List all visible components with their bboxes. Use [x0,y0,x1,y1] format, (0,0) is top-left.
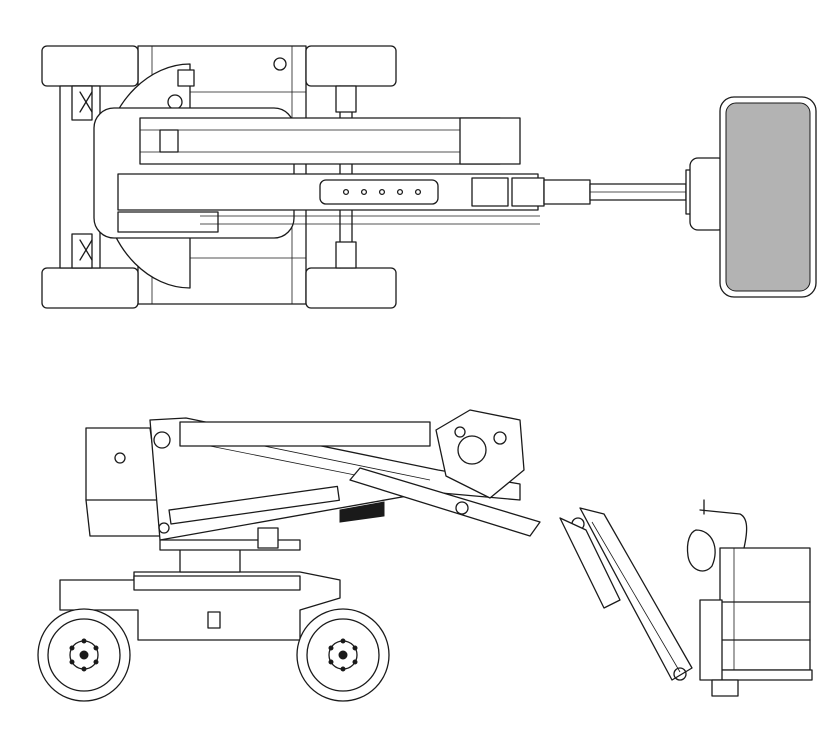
top-view [41,45,817,309]
control-box [686,529,716,572]
platform-side-view [686,499,813,697]
wheel-rear-right [305,267,397,309]
boom-top-view [117,117,703,233]
lift-cylinder [168,485,385,525]
jib-arm [559,507,693,681]
wheel-front-right [41,267,139,309]
wheel-rear-left [305,45,397,87]
basket-floor [725,102,811,292]
boom-second-section [179,409,585,537]
wheel-side-front [37,608,131,702]
front-axle [59,85,101,269]
turntable-side [179,547,241,573]
side-view [37,409,813,702]
counterweight-side [85,427,161,537]
basket-side [719,547,811,671]
platform-top-view [689,96,817,298]
wheel-front-left [41,45,139,87]
wheel-side-rear [296,608,390,702]
